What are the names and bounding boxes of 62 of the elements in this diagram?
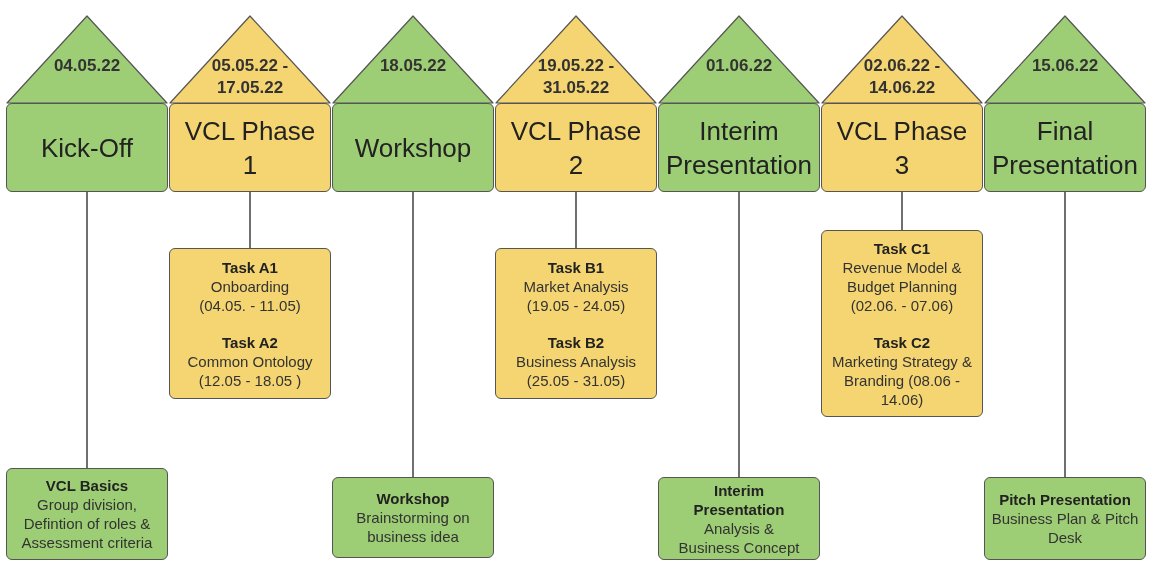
task-card [821,230,983,417]
date-label: 05.05.22 - 17.05.22 [210,55,290,99]
task-heading: VCL Basics [45,476,129,495]
date-label: 18.05.22 [378,55,448,77]
task-heading: Pitch Presentation [999,490,1131,509]
phase-title: VCL Phase 3 [835,114,969,182]
connector-line [86,191,88,469]
task-card [6,468,168,560]
task-heading: Task B2 [547,332,605,352]
phase-box [6,103,168,192]
phase-box [821,103,983,192]
task-card [984,477,1146,560]
phase-box [332,103,494,192]
task-description: Common Ontology (12.05 - 18.05 ) [186,351,314,390]
date-label: 01.06.22 [704,55,774,77]
date-triangle [495,15,657,104]
date-triangle [658,15,820,104]
connector-line [575,191,577,249]
phase-title: VCL Phase 1 [183,114,317,182]
phase-title: Final Presentation [991,114,1139,182]
phase-box [495,103,657,192]
task-description: Business Analysis (25.05 - 31.05) [514,351,638,390]
task-heading: Task C2 [873,332,931,352]
phase-box [169,103,331,192]
date-label: 19.05.22 - 31.05.22 [536,55,616,99]
date-triangle [984,15,1146,104]
date-triangle [821,15,983,104]
connector-line [1064,191,1066,478]
task-description: Analysis & Business Concept [677,518,801,557]
task-heading: Task C1 [873,238,931,258]
phase-title: Workshop [354,131,472,165]
task-card [169,248,331,399]
phase-box [658,103,820,192]
connector-line [412,191,414,478]
connector-line [249,191,251,249]
connector-line [901,191,903,231]
task-description: Marketing Strategy & Branding (08.06 - 14.06) [830,351,974,409]
task-description: Market Analysis (19.05 - 24.05) [522,276,630,315]
task-card [332,477,494,558]
task-description: Revenue Model & Budget Planning (02.06. - 07.06) [841,257,963,315]
date-label: 02.06.22 - 14.06.22 [862,55,942,99]
date-label: 15.06.22 [1030,55,1100,77]
task-heading: Task A1 [222,257,278,277]
phase-box [984,103,1146,192]
phase-title: VCL Phase 2 [509,114,643,182]
date-triangle [6,15,168,104]
task-card [495,248,657,399]
task-heading: Workshop [376,489,450,508]
date-label: 04.05.22 [52,55,122,77]
phase-title: Interim Presentation [665,114,813,182]
task-card [658,477,820,560]
phase-title: Kick-Off [41,131,133,165]
task-heading: Interim Presentation [692,480,786,519]
task-description: Brainstorming on business idea [355,508,471,546]
connector-line [738,191,740,478]
task-heading: Task B1 [547,257,605,277]
task-heading: Task A2 [222,332,278,352]
task-description: Onboarding (04.05. - 11.05) [198,276,302,315]
date-triangle [332,15,494,104]
task-description: Group division, Defintion of roles & Assessment criteria [20,495,154,552]
task-description: Business Plan & Pitch Desk [990,509,1140,547]
date-triangle [169,15,331,104]
